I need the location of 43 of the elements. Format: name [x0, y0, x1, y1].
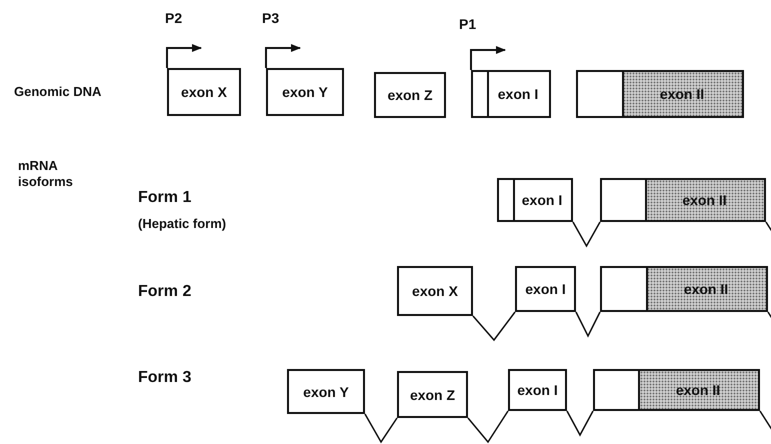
exon-box: [508, 369, 567, 411]
exon-label: exon II: [660, 86, 704, 102]
exon-box: [515, 266, 576, 312]
splice-line: [472, 312, 516, 342]
exon-label: exon X: [412, 283, 458, 299]
splice-line: [467, 410, 509, 444]
exon-box: [287, 369, 365, 414]
exon-box: [397, 266, 473, 316]
exon-box: [374, 72, 446, 118]
exon-label: exon I: [498, 86, 538, 102]
row-label: Form 1: [138, 190, 192, 206]
promoter-label: P2: [165, 10, 182, 26]
exon-box: [266, 68, 344, 116]
exon-label: exon I: [525, 281, 566, 297]
exon-box: [576, 70, 744, 118]
promoter-label: P1: [459, 16, 476, 32]
exon-label: exon X: [181, 84, 227, 100]
exon-box: [593, 369, 760, 411]
exon-box: [600, 178, 766, 222]
row-label: Genomic DNA: [14, 84, 102, 100]
exon-label: exon I: [522, 192, 562, 208]
exon-label: exon Y: [303, 384, 349, 400]
exon-label: exon II: [684, 281, 728, 297]
exon-label: exon Z: [410, 386, 456, 402]
exon-box: [397, 371, 468, 418]
row-label: mRNA isoforms: [18, 158, 74, 190]
row-label: Form 2: [138, 284, 192, 300]
splice-line: [575, 312, 601, 338]
exon-box: [167, 68, 241, 116]
exon-label: exon I: [517, 382, 558, 398]
splice-line: [572, 222, 601, 248]
exon-label: exon II: [676, 382, 720, 398]
row-label: (Hepatic form): [138, 216, 226, 232]
exon-label: exon II: [682, 192, 727, 208]
exon-box: [497, 178, 573, 222]
promoter-label: P3: [262, 10, 280, 26]
exon-box: [600, 266, 768, 312]
splice-line: [566, 410, 594, 437]
exon-label: exon Z: [387, 87, 433, 103]
splice-line: [364, 414, 398, 444]
exon-label: exon Y: [282, 84, 328, 100]
exon-box: [471, 70, 551, 118]
row-label: Form 3: [138, 370, 192, 386]
